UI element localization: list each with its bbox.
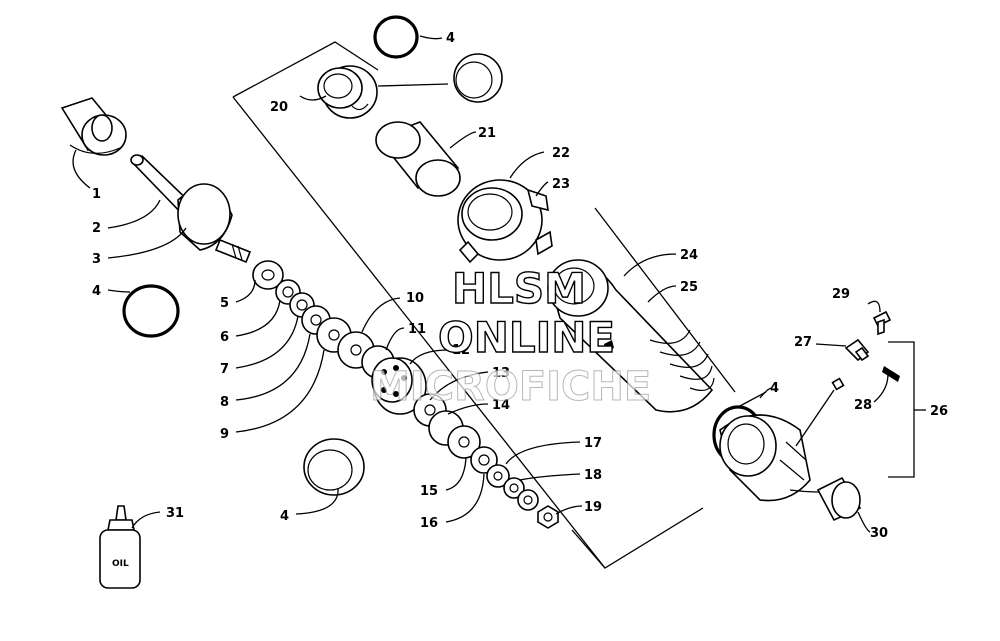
- callout-27: 27: [794, 335, 812, 350]
- callout-4d: 4: [280, 509, 289, 524]
- bushing-cap-part-1: [60, 97, 127, 156]
- oil-bottle-part-31: OIL: [99, 505, 141, 589]
- callout-1: 1: [92, 187, 101, 202]
- callout-3: 3: [92, 252, 101, 267]
- reservoir-end-part-26: [719, 414, 811, 502]
- callout-12: 12: [452, 343, 470, 358]
- callout-15: 15: [420, 484, 438, 499]
- watermark-line-2: ONLINE: [438, 313, 615, 362]
- callout-31: 31: [166, 506, 184, 521]
- nut-part-19: [537, 505, 559, 529]
- spring-body-part-24-25: [547, 259, 715, 413]
- assembly-outline: [232, 96, 606, 569]
- callout-14: 14: [492, 398, 510, 413]
- callout-19: 19: [584, 500, 602, 515]
- bracket-part-26: [888, 341, 915, 478]
- callout-26: 26: [930, 404, 948, 419]
- callout-30: 30: [870, 526, 888, 541]
- washer-part-18: [503, 477, 525, 499]
- callout-29: 29: [832, 287, 850, 302]
- watermark-line-3: MICROFICHE: [370, 364, 651, 410]
- callout-23: 23: [552, 177, 570, 192]
- screw-part-29: [872, 310, 892, 336]
- watermark-line-1: HLSM: [452, 264, 586, 313]
- valve-part-27: [831, 338, 870, 391]
- valve-core-part-28: [882, 366, 900, 382]
- ring-part-4-lower: [303, 438, 365, 496]
- callout-21: 21: [478, 126, 496, 141]
- shim-part-16: [470, 446, 498, 474]
- callout-16: 16: [420, 516, 438, 531]
- o-ring-part-4-top: [373, 15, 419, 59]
- callout-4b: 4: [446, 31, 455, 46]
- ring-part-4-upper: [453, 53, 503, 103]
- callout-5: 5: [220, 296, 229, 311]
- callout-28: 28: [854, 398, 872, 413]
- callout-20: 20: [270, 100, 288, 115]
- leader-lines: [72, 35, 889, 533]
- assembly-outline: [232, 41, 379, 98]
- callout-2: 2: [92, 221, 101, 236]
- sleeve-part-21: [375, 121, 461, 197]
- o-ring-part-4-left: [122, 284, 180, 338]
- callout-4c: 4: [770, 381, 779, 396]
- shim-part-15: [447, 425, 481, 459]
- shim-part-17: [486, 464, 510, 488]
- washer-part-18b: [517, 489, 539, 511]
- washer-part-5: [252, 260, 284, 290]
- callout-17: 17: [584, 436, 602, 451]
- callout-11: 11: [408, 322, 426, 337]
- watermark: HLSM ONLINE MICROFICHE: [370, 263, 652, 410]
- piston-part-12: [371, 357, 427, 415]
- callout-10: 10: [406, 291, 424, 306]
- body-part-3: [177, 183, 252, 264]
- cap-part-30: [816, 476, 862, 522]
- callout-18: 18: [584, 468, 602, 483]
- callout-24: 24: [680, 248, 698, 263]
- callout-labels: 1 2 3 4 5 6 7 8 9 10 11 12 13 14 15 16 1…: [92, 31, 948, 541]
- oil-label: OIL: [112, 559, 129, 569]
- callout-9: 9: [220, 427, 229, 442]
- callout-4a: 4: [92, 284, 101, 299]
- callout-13: 13: [492, 366, 510, 381]
- callout-8: 8: [220, 395, 229, 410]
- assembly-outline: [571, 507, 704, 569]
- seal-head-part-20: [317, 65, 378, 119]
- assembly-outline: [594, 207, 736, 393]
- callout-6: 6: [220, 330, 229, 345]
- callout-25: 25: [680, 280, 698, 295]
- callout-22: 22: [552, 146, 570, 161]
- callout-7: 7: [220, 362, 229, 377]
- spanner-nut-part-22-23: [457, 179, 553, 264]
